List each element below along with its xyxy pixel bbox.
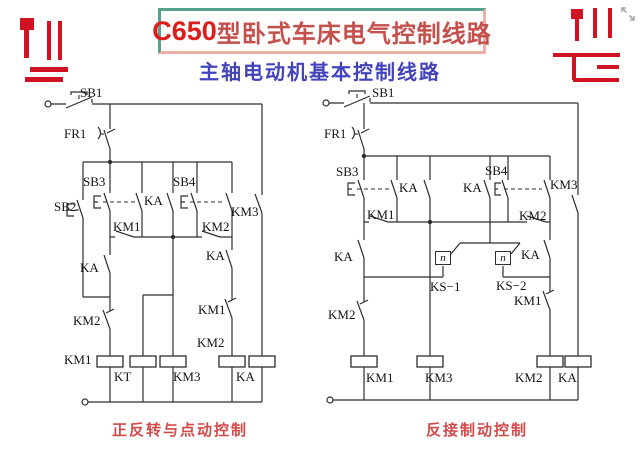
logo-icon-left <box>20 16 76 86</box>
component-label-ka: KA <box>144 193 163 208</box>
fullscreen-icon[interactable] <box>620 6 636 22</box>
component-label-ka: KA <box>236 369 255 384</box>
component-label-km3: KM3 <box>173 369 201 384</box>
component-label-km3: KM3 <box>231 204 259 219</box>
title-text: 型卧式车床电气控制线路 <box>216 21 492 48</box>
component-label-kt: KT <box>114 369 132 384</box>
component-label-km2: KM2 <box>73 313 101 328</box>
component-label-ka: KA <box>558 370 577 385</box>
component-label-ka: KA <box>334 249 353 264</box>
component-label-ka: KA <box>521 247 540 262</box>
component-label-km1: KM1 <box>113 219 141 234</box>
component-label-sb4: SB4 <box>173 174 196 189</box>
component-label-km2: KM2 <box>328 307 356 322</box>
logo-icon-right <box>552 8 624 86</box>
component-label-km2: KM2 <box>515 370 543 385</box>
component-label-km3: KM3 <box>425 370 453 385</box>
component-label-ka: KA <box>206 248 225 263</box>
caption-right: 反接制动控制 <box>425 422 528 439</box>
component-label-sb1: SB1 <box>80 85 103 100</box>
component-label-km1: KM1 <box>64 352 92 367</box>
component-label-n: n <box>435 251 451 265</box>
component-label-km2: KM2 <box>202 219 230 234</box>
component-label-km1: KM1 <box>198 302 226 317</box>
circuit-left-wires <box>44 91 276 406</box>
component-label-ka: KA <box>463 180 482 195</box>
caption-left: 正反转与点动控制 <box>111 422 248 439</box>
title-model-number: C650 <box>152 15 217 46</box>
component-label-km1: KM1 <box>366 370 394 385</box>
component-label-ka: KA <box>80 260 99 275</box>
component-label-sb3: SB3 <box>336 164 359 179</box>
component-label-km1: KM1 <box>514 293 542 308</box>
component-label-sb1: SB1 <box>372 85 395 100</box>
component-label-km1: KM1 <box>367 207 395 222</box>
component-label-km3: KM3 <box>550 177 578 192</box>
component-label-km2: KM2 <box>519 208 547 223</box>
component-label-ka: KA <box>399 180 418 195</box>
component-label-sb2: SB2 <box>54 199 77 214</box>
component-label-sb4: SB4 <box>485 163 508 178</box>
page-subtitle: 主轴电动机基本控制线路 <box>199 62 441 84</box>
component-label-n: n <box>495 251 511 265</box>
component-label-fr1: FR1 <box>324 126 347 141</box>
component-label-ks−1: KS−1 <box>430 279 461 294</box>
component-label-km2: KM2 <box>197 335 225 350</box>
circuit-right-wires <box>322 90 592 404</box>
component-label-sb3: SB3 <box>83 174 106 189</box>
component-label-ks−2: KS−2 <box>496 278 527 293</box>
component-label-fr1: FR1 <box>64 126 87 141</box>
